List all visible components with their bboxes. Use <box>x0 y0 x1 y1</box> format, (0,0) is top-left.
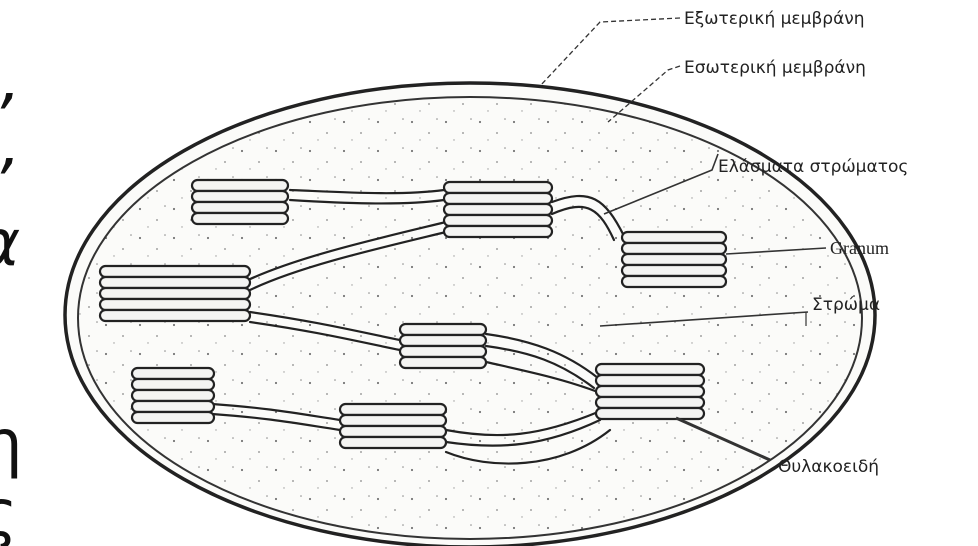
clipped-char-4: η <box>0 407 23 481</box>
granum-right <box>622 232 726 287</box>
clipped-char-3: α <box>0 207 20 281</box>
label-inner-membrane: Εσωτερική μεμβράνη <box>684 58 866 78</box>
label-thylakoids: Θυλακοειδή <box>778 457 879 477</box>
clipped-char-5: ς <box>0 477 18 546</box>
granum-left <box>100 266 250 321</box>
label-stroma-lamellae: Ελάσματα στρώματος <box>718 157 908 177</box>
label-stroma: Στρώμα <box>812 295 880 315</box>
granum-bottom-center <box>340 404 446 448</box>
label-granum: Granum <box>830 238 889 258</box>
clipped-char-1: ’ <box>0 82 13 156</box>
granum-right-lower <box>596 364 704 419</box>
granum-lower-left <box>132 368 214 423</box>
leader-outer-membrane <box>540 18 680 86</box>
clipped-text: ’ ’ α η ς <box>0 82 23 546</box>
granum-center <box>400 324 486 368</box>
granum-top-right <box>444 182 552 237</box>
granum-top-left <box>192 180 288 224</box>
label-outer-membrane: Εξωτερική μεμβράνη <box>684 9 865 29</box>
